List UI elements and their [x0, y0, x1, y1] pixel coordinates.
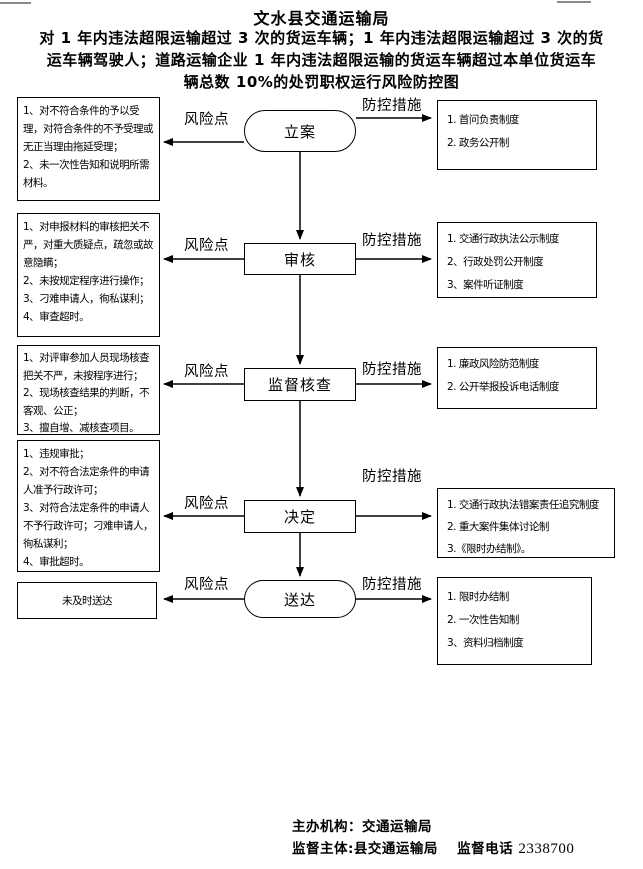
risk-box-review: 1、对申报材料的审核把关不严，对重大质疑点，疏忽或故意隐瞒； 2、未按规定程序进… — [17, 213, 160, 337]
risk-point-label: 风险点 — [184, 234, 229, 255]
footer-phone: 2338700 — [518, 841, 575, 857]
page-title: 文水县交通运输局 — [253, 9, 390, 28]
control-measures-label: 防控措施 — [362, 465, 422, 486]
risk-item: 4、审查超时。 — [23, 311, 90, 323]
footer: 主办机构：交通运输局 监督主体:县交通运输局 监督电话 2338700 — [292, 816, 574, 860]
control-item: 2、行政处罚公开制度 — [447, 256, 544, 268]
subtitle-line: 辆总数 10%的处罚职权运行风险防控图 — [183, 73, 460, 91]
control-box-filing: 1. 首问负责制度 2. 政务公开制 — [437, 100, 597, 170]
risk-item: 2、对不符合法定条件的申请人准予行政许可； — [23, 466, 150, 496]
footer-supervisor-label: 监督主体:县交通运输局 监督电话 — [292, 841, 514, 857]
risk-item: 2、未按规定程序进行操作； — [23, 275, 150, 287]
risk-item: 1、对评审参加人员现场核查把关不严，未按程序进行； — [23, 352, 150, 382]
control-box-delivery: 1. 限时办结制 2. 一次性告知制 3、资料归档制度 — [437, 577, 592, 665]
control-item: 3.《限时办结制》。 — [447, 543, 531, 555]
control-item: 2. 政务公开制 — [447, 137, 509, 149]
risk-item: 1、对不符合条件的予以受理，对符合条件的不予受理或无正当理由拖延受理； — [23, 105, 154, 153]
risk-item: 4、审批超时。 — [23, 556, 90, 568]
control-box-review: 1. 交通行政执法公示制度 2、行政处罚公开制度 3、案件听证制度 — [437, 222, 597, 298]
risk-item: 未及时送达 — [62, 594, 113, 607]
control-box-decision: 1. 交通行政执法错案责任追究制度 2. 重大案件集体讨论制 3.《限时办结制》… — [437, 488, 615, 558]
flow-node-decision: 决定 — [244, 500, 356, 533]
risk-point-label: 风险点 — [184, 573, 229, 594]
risk-point-label: 风险点 — [184, 492, 229, 513]
control-item: 3、案件听证制度 — [447, 279, 524, 291]
flow-node-filing: 立案 — [244, 110, 356, 152]
control-measures-label: 防控措施 — [362, 94, 422, 115]
flow-node-review: 审核 — [244, 243, 356, 275]
control-item: 1. 交通行政执法公示制度 — [447, 233, 559, 245]
control-item: 2. 公开举报投诉电话制度 — [447, 381, 559, 393]
subtitle-line: 对 1 年内违法超限运输超过 3 次的货运车辆；1 年内违法超限运输超过 3 次… — [39, 29, 604, 47]
control-item: 1. 交通行政执法错案责任追究制度 — [447, 499, 599, 511]
control-item: 1. 首问负责制度 — [447, 114, 519, 126]
flow-node-delivery: 送达 — [244, 580, 356, 618]
subtitle-line: 运车辆驾驶人；道路运输企业 1 年内违法超限运输的货运车辆超过本单位货运车 — [46, 51, 597, 69]
control-box-supervision: 1. 廉政风险防范制度 2. 公开举报投诉电话制度 — [437, 347, 597, 409]
risk-box-decision: 1、违规审批； 2、对不符合法定条件的申请人准予行政许可； 3、对符合法定条件的… — [17, 440, 160, 572]
page-subtitle: 对 1 年内违法超限运输超过 3 次的货运车辆；1 年内违法超限运输超过 3 次… — [6, 27, 637, 93]
risk-item: 2、现场核查结果的判断，不客观、公正； — [23, 387, 150, 417]
footer-organizer: 主办机构：交通运输局 — [292, 819, 432, 835]
risk-point-label: 风险点 — [184, 108, 229, 129]
risk-item: 1、违规审批； — [23, 448, 90, 460]
risk-box-filing: 1、对不符合条件的予以受理，对符合条件的不予受理或无正当理由拖延受理； 2、未一… — [17, 97, 160, 201]
risk-item: 3、对符合法定条件的申请人不予行政许可；刁难申请人，徇私谋利； — [23, 502, 154, 550]
control-item: 3、资料归档制度 — [447, 637, 524, 649]
control-item: 2. 一次性告知制 — [447, 614, 519, 626]
footer-supervisor: 监督主体:县交通运输局 监督电话 2338700 — [292, 838, 574, 860]
corner-mark-left — [0, 2, 31, 4]
risk-item: 1、对申报材料的审核把关不严，对重大质疑点，疏忽或故意隐瞒； — [23, 221, 154, 269]
risk-box-supervision: 1、对评审参加人员现场核查把关不严，未按程序进行； 2、现场核查结果的判断，不客… — [17, 345, 160, 435]
risk-item: 3、擅自增、减核查项目。 — [23, 422, 140, 434]
risk-box-delivery: 未及时送达 — [17, 582, 157, 619]
flow-node-supervision: 监督核查 — [244, 368, 356, 401]
control-item: 1. 限时办结制 — [447, 591, 509, 603]
risk-point-label: 风险点 — [184, 360, 229, 381]
control-measures-label: 防控措施 — [362, 573, 422, 594]
risk-item: 2、未一次性告知和说明所需材料。 — [23, 159, 150, 189]
control-item: 1. 廉政风险防范制度 — [447, 358, 539, 370]
control-item: 2. 重大案件集体讨论制 — [447, 521, 549, 533]
control-measures-label: 防控措施 — [362, 358, 422, 379]
control-measures-label: 防控措施 — [362, 229, 422, 250]
corner-mark-right — [557, 1, 591, 3]
risk-item: 3、刁难申请人，徇私谋利； — [23, 293, 150, 305]
